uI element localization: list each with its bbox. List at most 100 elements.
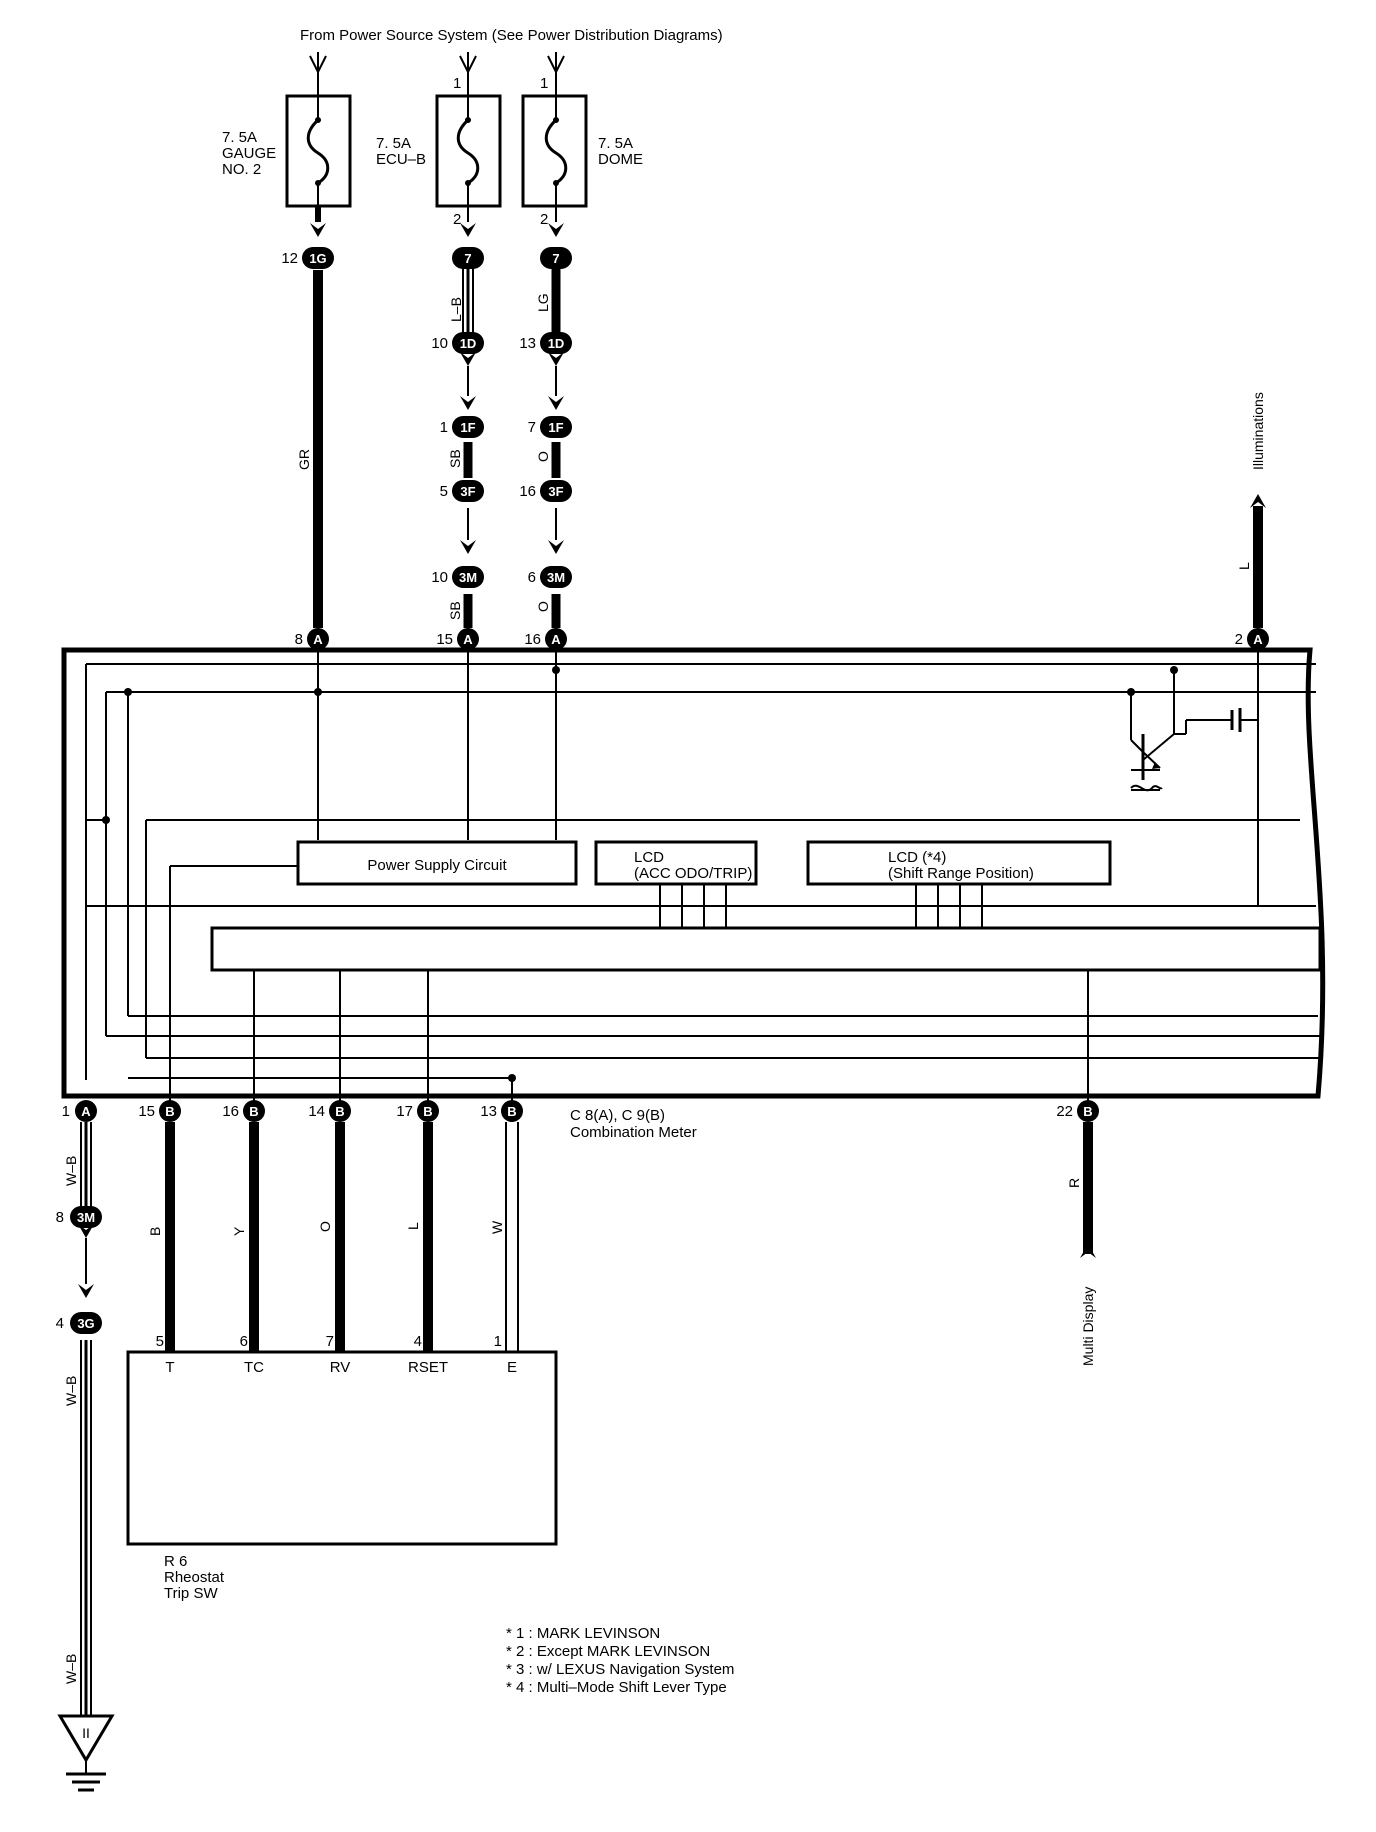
svg-text:10: 10 <box>431 569 448 586</box>
fuse-ecu-b-pin-out: 2 <box>453 211 461 228</box>
ground-icon: II <box>57 1714 115 1792</box>
svg-text:2: 2 <box>1235 631 1243 648</box>
meter-pin-b16: B 16 <box>222 1100 265 1122</box>
footnote-1: * 1 : MARK LEVINSON <box>506 1625 660 1642</box>
wire-color-y: Y <box>231 1226 247 1236</box>
rheostat-trip-switch: 5 6 7 4 1 T TC RV RSET E R 6 Rheostat Tr… <box>126 1333 558 1602</box>
connector-1d-a: 1D 10 <box>431 332 484 354</box>
svg-text:B: B <box>507 1104 516 1119</box>
lcd-odo-sub: (ACC ODO/TRIP) <box>634 865 752 882</box>
svg-text:3F: 3F <box>460 484 475 499</box>
svg-text:3G: 3G <box>77 1316 94 1331</box>
connector-1f-a: 1F 1 <box>440 416 484 438</box>
svg-text:3M: 3M <box>459 570 477 585</box>
svg-text:B: B <box>1083 1104 1092 1119</box>
svg-text:13: 13 <box>519 335 536 352</box>
svg-text:3M: 3M <box>77 1210 95 1225</box>
meter-connector-label: C 8(A), C 9(B) <box>570 1107 665 1124</box>
svg-text:3F: 3F <box>548 484 563 499</box>
svg-text:A: A <box>463 632 473 647</box>
svg-text:TC: TC <box>244 1359 264 1376</box>
lcd-odo-label: LCD <box>634 849 664 866</box>
svg-text:5: 5 <box>156 1333 164 1350</box>
fuse-dome-pin-in: 1 <box>540 75 548 92</box>
svg-text:1F: 1F <box>460 420 475 435</box>
meter-name-label: Combination Meter <box>570 1124 697 1141</box>
footnote-2: * 2 : Except MARK LEVINSON <box>506 1643 710 1660</box>
meter-pin-b15: B 15 <box>138 1100 181 1122</box>
svg-text:6: 6 <box>240 1333 248 1350</box>
meter-pin-a1: A 1 <box>62 1100 97 1122</box>
wire-color-b: B <box>147 1227 163 1236</box>
wire-color-w-b-2: W–B <box>63 1376 79 1406</box>
connector-7-ecu: 7 <box>452 247 484 269</box>
meter-pin-b22: B 22 <box>1056 1100 1099 1122</box>
meter-pin-a2: A 2 <box>1235 628 1269 650</box>
meter-pin-b17: B 17 <box>396 1100 439 1122</box>
connector-3m-b: 3M 6 <box>528 566 572 588</box>
svg-text:T: T <box>165 1359 174 1376</box>
fuse-dome-amp: 7. 5A <box>598 135 633 152</box>
lcd-shift-sub: (Shift Range Position) <box>888 865 1034 882</box>
svg-text:B: B <box>165 1104 174 1119</box>
fuse-gauge-amp: 7. 5A <box>222 129 257 146</box>
fuse-dome-name: DOME <box>598 151 643 168</box>
wire-column-dome: LG O O <box>535 268 564 628</box>
svg-text:7: 7 <box>464 251 471 266</box>
svg-text:B: B <box>335 1104 344 1119</box>
lower-wires: B Y O L W <box>147 1122 519 1352</box>
wire-color-w-b-3: W–B <box>63 1654 79 1684</box>
svg-text:B: B <box>423 1104 432 1119</box>
connector-3g-ground: 3G 4 <box>56 1312 102 1334</box>
svg-text:16: 16 <box>524 631 541 648</box>
svg-text:12: 12 <box>281 250 298 267</box>
wire-color-l-top: L <box>1236 562 1252 570</box>
svg-text:8: 8 <box>56 1209 64 1226</box>
svg-text:16: 16 <box>519 483 536 500</box>
connector-3m-ground: 3M 8 <box>56 1206 102 1228</box>
connector-7-dome: 7 <box>540 247 572 269</box>
meter-pin-b14: B 14 <box>308 1100 351 1122</box>
footnotes: * 1 : MARK LEVINSON * 2 : Except MARK LE… <box>506 1625 734 1696</box>
svg-text:15: 15 <box>138 1103 155 1120</box>
svg-text:5: 5 <box>440 483 448 500</box>
multi-display-label: Multi Display <box>1080 1287 1096 1366</box>
connector-3m-a: 3M 10 <box>431 566 484 588</box>
fuse-gauge: 7. 5A GAUGE NO. 2 <box>222 52 352 237</box>
svg-text:4: 4 <box>56 1315 64 1332</box>
svg-text:3M: 3M <box>547 570 565 585</box>
switch-name-2: Trip SW <box>164 1585 218 1602</box>
svg-text:1D: 1D <box>548 336 565 351</box>
svg-text:II: II <box>82 1725 90 1741</box>
svg-text:E: E <box>507 1359 517 1376</box>
svg-text:A: A <box>551 632 561 647</box>
svg-text:1: 1 <box>440 419 448 436</box>
connector-3f-b: 3F 16 <box>519 480 572 502</box>
svg-text:14: 14 <box>308 1103 325 1120</box>
svg-text:17: 17 <box>396 1103 413 1120</box>
svg-text:A: A <box>81 1104 91 1119</box>
wire-color-o-1: O <box>535 451 551 462</box>
svg-text:7: 7 <box>326 1333 334 1350</box>
fuse-gauge-name: GAUGE <box>222 145 276 162</box>
svg-text:1F: 1F <box>548 420 563 435</box>
wire-color-w: W <box>489 1220 505 1234</box>
fuse-dome-pin-out: 2 <box>540 211 548 228</box>
footnote-3: * 3 : w/ LEXUS Navigation System <box>506 1661 734 1678</box>
wire-color-w-b-1: W–B <box>63 1156 79 1186</box>
wire-color-o-3: O <box>317 1221 333 1232</box>
fuse-ecu-b-pin-in: 1 <box>453 75 461 92</box>
svg-text:A: A <box>313 632 323 647</box>
svg-text:7: 7 <box>528 419 536 436</box>
svg-text:13: 13 <box>480 1103 497 1120</box>
wire-column-ecu-b: L–B SB SB <box>447 268 476 628</box>
fuse-ecu-b: 1 2 7. 5A ECU–B <box>376 52 502 237</box>
wire-color-lb: L–B <box>448 297 464 322</box>
power-supply-label: Power Supply Circuit <box>367 857 507 874</box>
connector-1d-b: 1D 13 <box>519 332 572 354</box>
switch-code: R 6 <box>164 1553 187 1570</box>
wire-color-lg: LG <box>535 293 551 312</box>
fuse-gauge-name-2: NO. 2 <box>222 161 261 178</box>
power-source-note: From Power Source System (See Power Dist… <box>300 27 723 44</box>
wire-multi-display: R Multi Display <box>1066 1122 1096 1366</box>
